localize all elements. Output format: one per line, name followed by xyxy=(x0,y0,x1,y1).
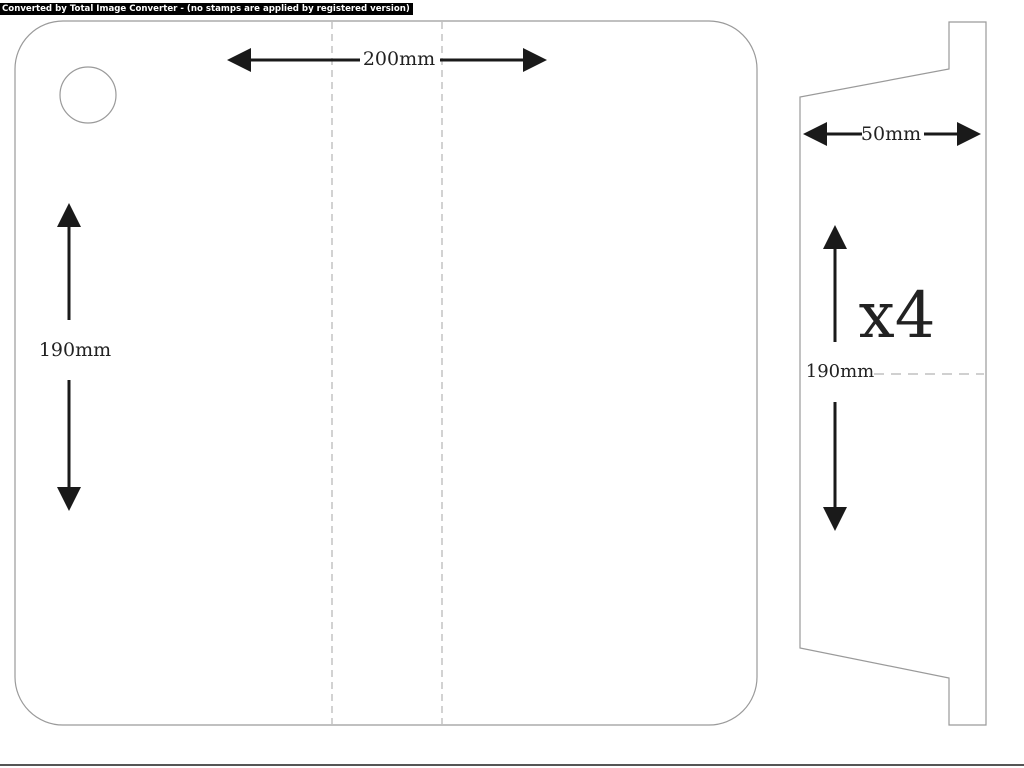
panel-width-dimension: 200mm xyxy=(227,48,547,72)
side-width-label: 50mm xyxy=(861,123,921,145)
panel-outline xyxy=(14,20,758,726)
hanging-hole xyxy=(59,66,117,124)
quantity-label: x4 xyxy=(859,279,936,353)
side-height-dimension: 190mm xyxy=(806,225,875,531)
panel-width-label: 200mm xyxy=(363,48,435,70)
panel-height-dimension: 190mm xyxy=(39,203,111,511)
side-width-dimension: 50mm xyxy=(803,122,981,146)
converter-watermark: Converted by Total Image Converter - (no… xyxy=(0,3,413,15)
main-panel: 200mm 190mm xyxy=(14,20,758,726)
side-height-label: 190mm xyxy=(806,361,875,382)
side-height-label-bg xyxy=(806,361,870,383)
side-piece: 50mm 190mm x4 xyxy=(799,21,987,726)
panel-height-label: 190mm xyxy=(39,339,111,361)
